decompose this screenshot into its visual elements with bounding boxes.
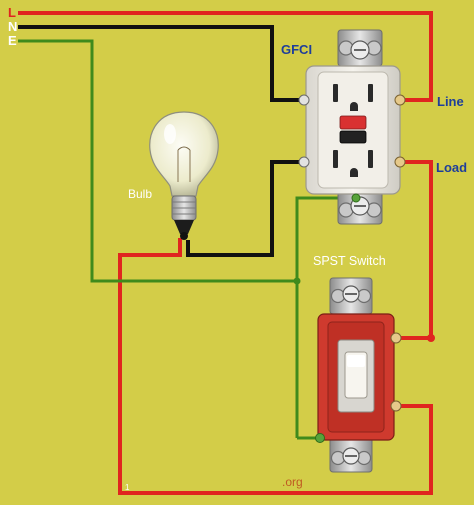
neutral-conductor-letter: N [8, 19, 17, 34]
gfci-load-terminal-label: Load [436, 160, 467, 175]
line-conductor-letter: L [8, 5, 16, 20]
earth-wire-main [18, 39, 297, 283]
line-wire-to-gfci [18, 11, 433, 102]
earth-conductor-letter: E [8, 33, 17, 48]
neutral-wire-to-gfci [18, 25, 304, 102]
load-junction-dot [427, 334, 435, 342]
earth-junction-dot [293, 277, 301, 285]
switch-label: SPST Switch [313, 254, 386, 268]
gfci-receptacle-icon [298, 29, 406, 225]
gfci-line-terminal-label: Line [437, 94, 464, 109]
earth-wire-to-gfci [295, 196, 352, 438]
spst-switch-icon [315, 277, 402, 473]
load-wire-to-switch [396, 160, 433, 340]
light-bulb-icon [149, 111, 219, 240]
gfci-label: GFCI [281, 42, 312, 57]
watermark-text: .org [282, 475, 303, 489]
corner-mark: 1 [125, 483, 130, 492]
bulb-label: Bulb [128, 187, 152, 201]
neutral-wire-to-bulb [186, 160, 304, 257]
switched-wire-to-bulb [118, 238, 433, 495]
